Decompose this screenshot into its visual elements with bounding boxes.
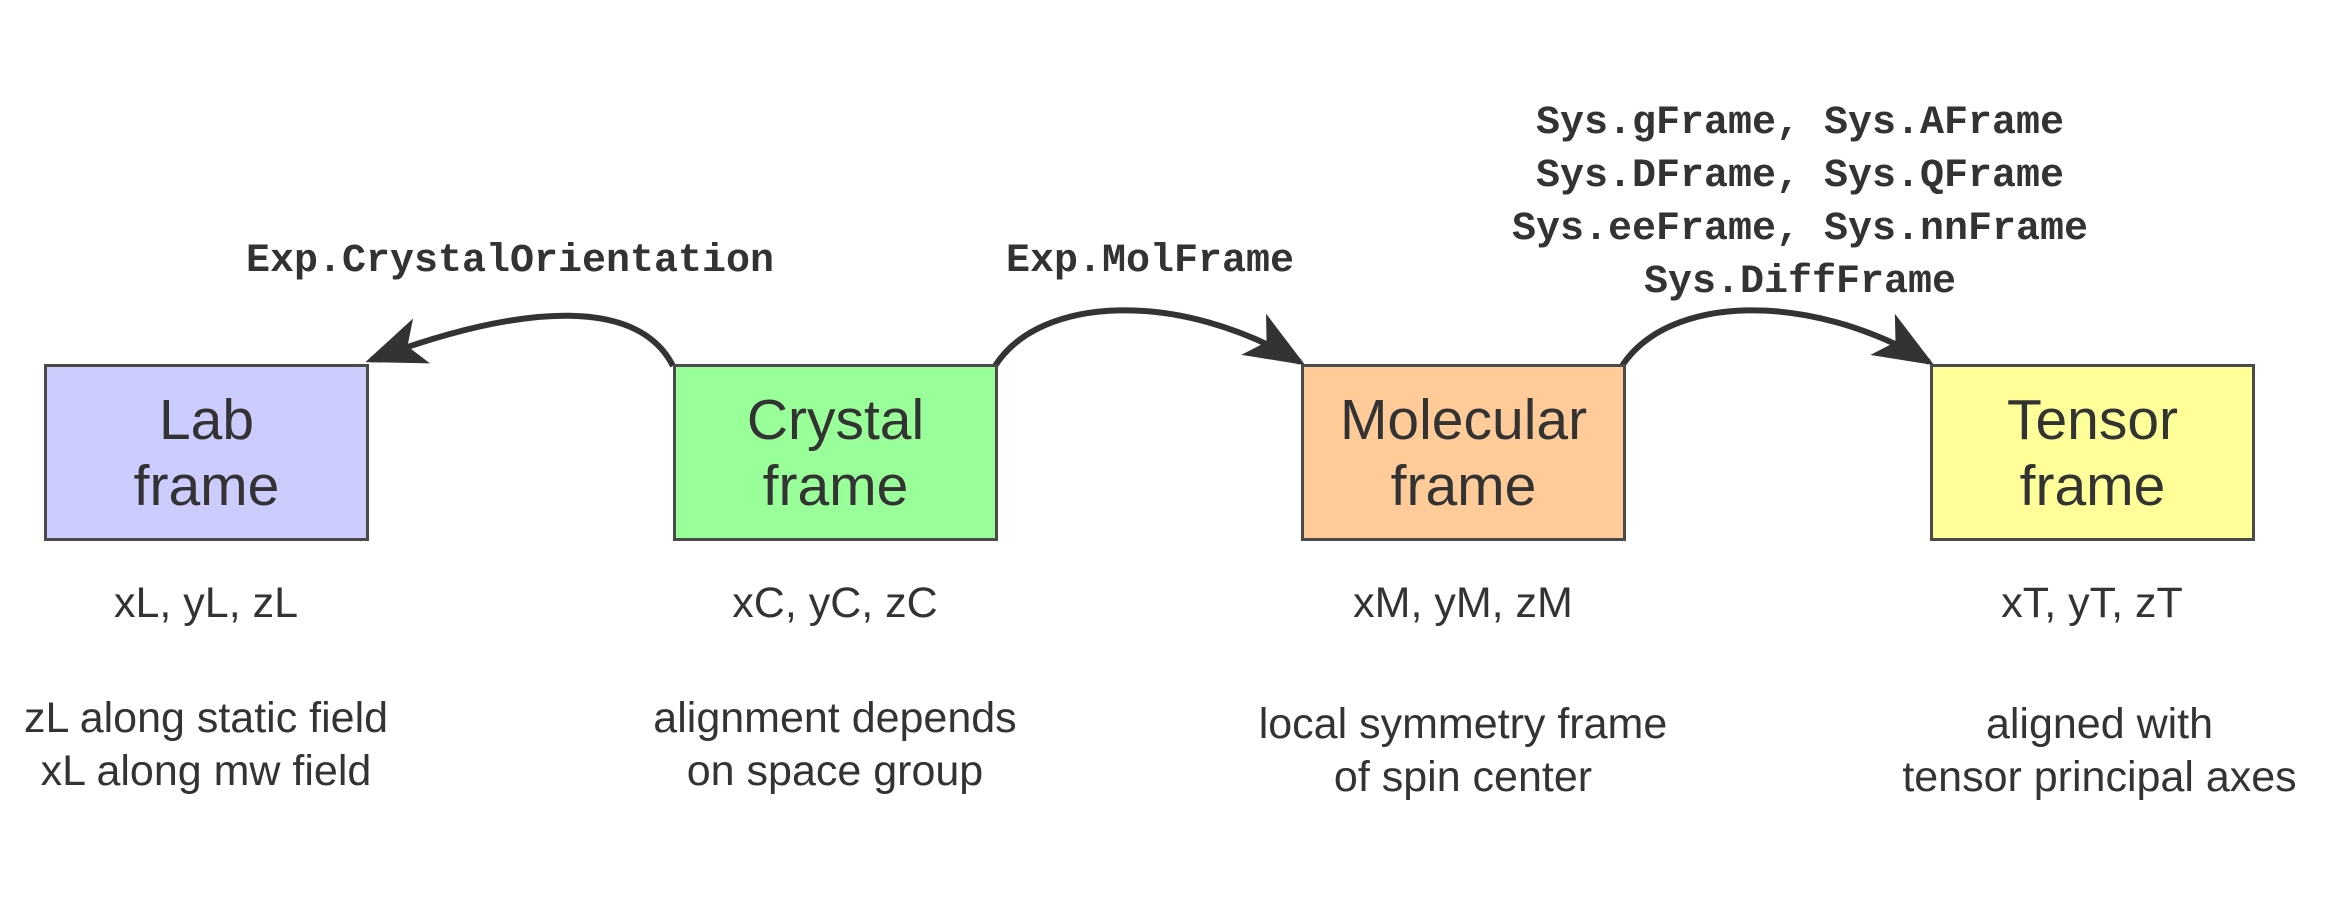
- arrow-molecular-to-tensor: [1619, 307, 1935, 368]
- arrow-crystal-to-lab: [365, 312, 676, 368]
- box-title-line: Tensor: [2006, 387, 2179, 452]
- arrow-label-crystal-orientation: Exp.CrystalOrientation: [170, 235, 850, 288]
- arrow-label-line: Exp.MolFrame: [1005, 239, 1295, 284]
- lab-description: zL along static field xL along mw field: [0, 692, 416, 798]
- box-title-line: Lab: [158, 387, 255, 452]
- lab-frame-box: Lab frame: [44, 364, 369, 541]
- arrow-crystal-to-molecular: [992, 307, 1306, 368]
- tensor-frame-box: Tensor frame: [1930, 364, 2255, 541]
- arrow-label-line: Sys.DFrame, Sys.QFrame: [1535, 154, 2065, 199]
- arrow-label-line: Sys.gFrame, Sys.AFrame: [1535, 101, 2065, 146]
- description-line: alignment depends: [653, 694, 1017, 742]
- description-line: zL along static field: [23, 694, 389, 742]
- molecular-frame-box: Molecular frame: [1301, 364, 1626, 541]
- molecular-axes: xM, yM, zM: [1353, 579, 1573, 627]
- description-line: aligned with: [1985, 700, 2214, 748]
- description-line: on space group: [686, 747, 984, 795]
- arrow-label-line: Sys.DiffFrame: [1643, 260, 1957, 305]
- box-title-line: Crystal: [746, 387, 925, 452]
- description-line: tensor principal axes: [1902, 753, 2297, 801]
- crystal-description: alignment depends on space group: [625, 692, 1045, 798]
- box-title-line: frame: [762, 453, 909, 518]
- crystal-axes: xC, yC, zC: [732, 579, 938, 627]
- arrow-label-line: Exp.CrystalOrientation: [245, 239, 775, 284]
- description-line: xL along mw field: [40, 747, 372, 795]
- description-line: local symmetry frame: [1258, 700, 1668, 748]
- crystal-frame-box: Crystal frame: [673, 364, 998, 541]
- description-line: of spin center: [1333, 753, 1593, 801]
- box-title-line: frame: [133, 453, 280, 518]
- tensor-description: aligned with tensor principal axes: [1862, 698, 2337, 804]
- arrow-label-tensor-frames: Sys.gFrame, Sys.AFrame Sys.DFrame, Sys.Q…: [1400, 97, 2200, 309]
- box-title-line: Molecular: [1339, 387, 1588, 452]
- lab-axes: xL, yL, zL: [113, 579, 299, 627]
- molecular-description: local symmetry frame of spin center: [1223, 698, 1703, 804]
- arrow-label-molframe: Exp.MolFrame: [940, 235, 1360, 288]
- box-title-line: frame: [1390, 453, 1537, 518]
- box-title-line: frame: [2019, 453, 2166, 518]
- tensor-axes: xT, yT, zT: [2001, 579, 2183, 627]
- arrow-label-line: Sys.eeFrame, Sys.nnFrame: [1511, 207, 2089, 252]
